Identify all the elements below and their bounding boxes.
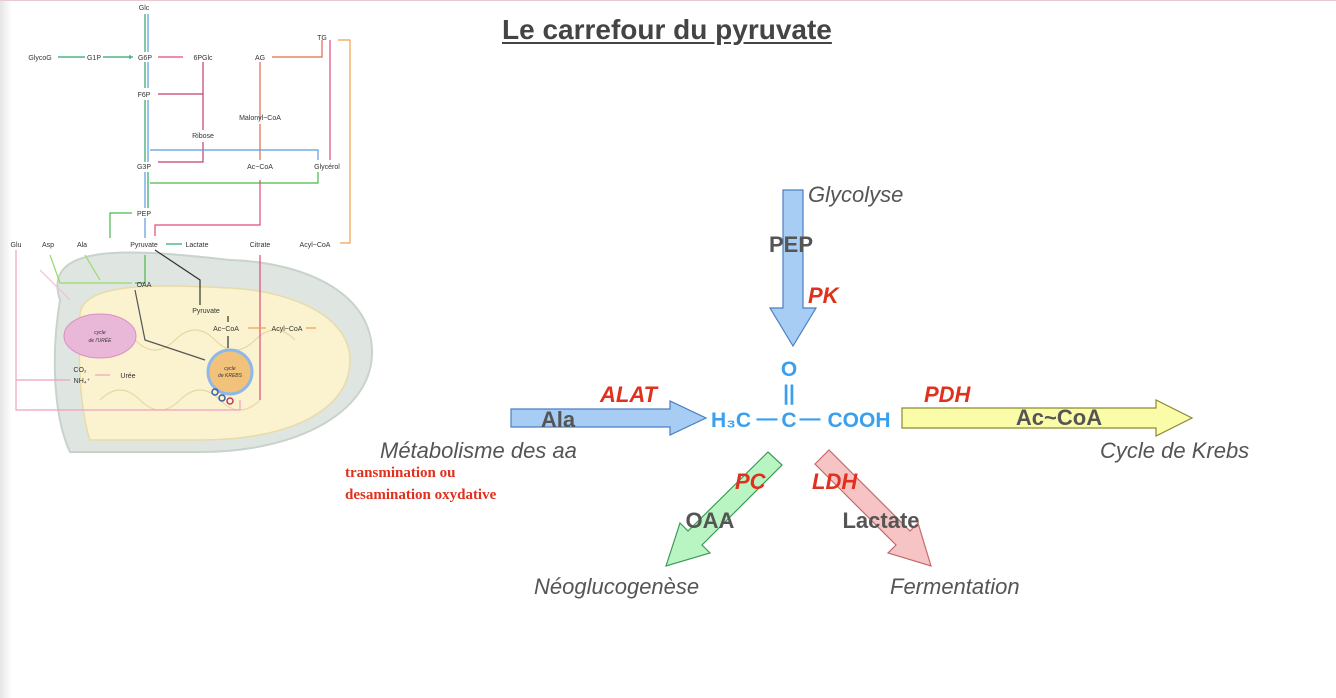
mini-glc: Glc — [139, 5, 150, 12]
source-metabolisme-aa: Métabolisme des aa — [380, 438, 577, 463]
mini-f6p: F6P — [138, 92, 151, 99]
mini-malonyl: Malonyl~CoA — [239, 115, 281, 122]
destination-krebs: Cycle de Krebs — [1100, 438, 1249, 463]
krebs-cycle-label-2: de KREBS — [218, 373, 243, 379]
mini-glu: Glu — [11, 242, 22, 249]
mini-g1p: G1P — [87, 55, 101, 62]
product-accoa: Ac~CoA — [1016, 405, 1102, 430]
intermediate-pep: PEP — [769, 232, 813, 257]
mini-mito-acylcoa: Acyl~CoA — [272, 326, 303, 333]
mini-ribose: Ribose — [192, 133, 214, 140]
enzyme-pdh: PDH — [924, 382, 972, 407]
destination-fermentation: Fermentation — [890, 574, 1020, 599]
mini-ala: Ala — [77, 242, 87, 249]
mini-mito-pyruvate: Pyruvate — [192, 308, 220, 315]
mini-acylcoa: Acyl~CoA — [300, 242, 331, 249]
enzyme-alat: ALAT — [599, 382, 659, 407]
urea-cycle-label-2: de l'URÉE — [89, 337, 113, 344]
arrow-oaa — [665, 451, 783, 567]
pyruvate-carboxyl: COOH — [828, 409, 891, 432]
arrow-glycolysis — [768, 189, 818, 348]
product-lactate: Lactate — [842, 508, 919, 533]
mini-accoa: Ac~CoA — [247, 164, 273, 171]
pyruvate-bond-right: — — [800, 407, 821, 430]
page-title: Le carrefour du pyruvate — [502, 14, 832, 45]
left-edge-shade — [0, 0, 12, 698]
mini-mito-accoa: Ac~CoA — [213, 326, 239, 333]
pyruvate-methyl: H₃C — [711, 409, 751, 432]
metabolic-map: cycle de l'URÉE cycle de KREBS — [11, 5, 374, 453]
mini-6pglc: 6PGlc — [193, 55, 213, 62]
pyruvate-double-bond: || — [783, 382, 795, 405]
mini-citrate: Citrate — [250, 242, 271, 249]
mini-glycerol: Glycérol — [314, 164, 340, 171]
source-glycolyse: Glycolyse — [808, 182, 903, 207]
intermediate-ala: Ala — [541, 407, 576, 432]
top-divider — [0, 0, 1336, 1]
mini-lactate: Lactate — [186, 242, 209, 249]
urea-cycle-label-1: cycle — [94, 330, 106, 336]
pyruvate-carbon: C — [781, 409, 796, 432]
mini-pyruvate: Pyruvate — [130, 242, 158, 249]
destination-neoglucogenese: Néoglucogenèse — [534, 574, 699, 599]
mini-g3p: G3P — [137, 164, 151, 171]
arrow-lactate — [814, 449, 932, 567]
mini-uree: Urée — [120, 373, 135, 380]
mini-g6p: G6P — [138, 55, 152, 62]
enzyme-pc: PC — [735, 469, 767, 494]
mini-nh4: NH₄⁺ — [74, 378, 91, 385]
enzyme-pk: PK — [808, 283, 841, 308]
enzyme-ldh: LDH — [812, 469, 858, 494]
krebs-cycle-shape — [206, 348, 254, 396]
mini-glycog: GlycoG — [28, 55, 51, 62]
mini-asp: Asp — [42, 242, 54, 249]
mini-pep: PEP — [137, 211, 151, 218]
mini-co2: CO₂ — [73, 367, 87, 374]
pyruvate-bond-left: — — [757, 407, 778, 430]
map-connectors — [15, 14, 351, 411]
pyruvate-oxygen: O — [781, 358, 797, 381]
arrow-accoa — [901, 399, 1194, 437]
arrow-ala — [510, 400, 708, 436]
note-transamination: transmination ou — [345, 465, 455, 481]
product-oaa: OAA — [686, 508, 735, 533]
urea-cycle-shape — [63, 313, 137, 359]
mini-tg: TG — [317, 35, 327, 42]
krebs-cycle-label-1: cycle — [224, 366, 236, 372]
note-desamination: desamination oxydative — [345, 487, 497, 503]
mini-ag: AG — [255, 55, 265, 62]
mini-oaa: OAA — [137, 282, 152, 289]
